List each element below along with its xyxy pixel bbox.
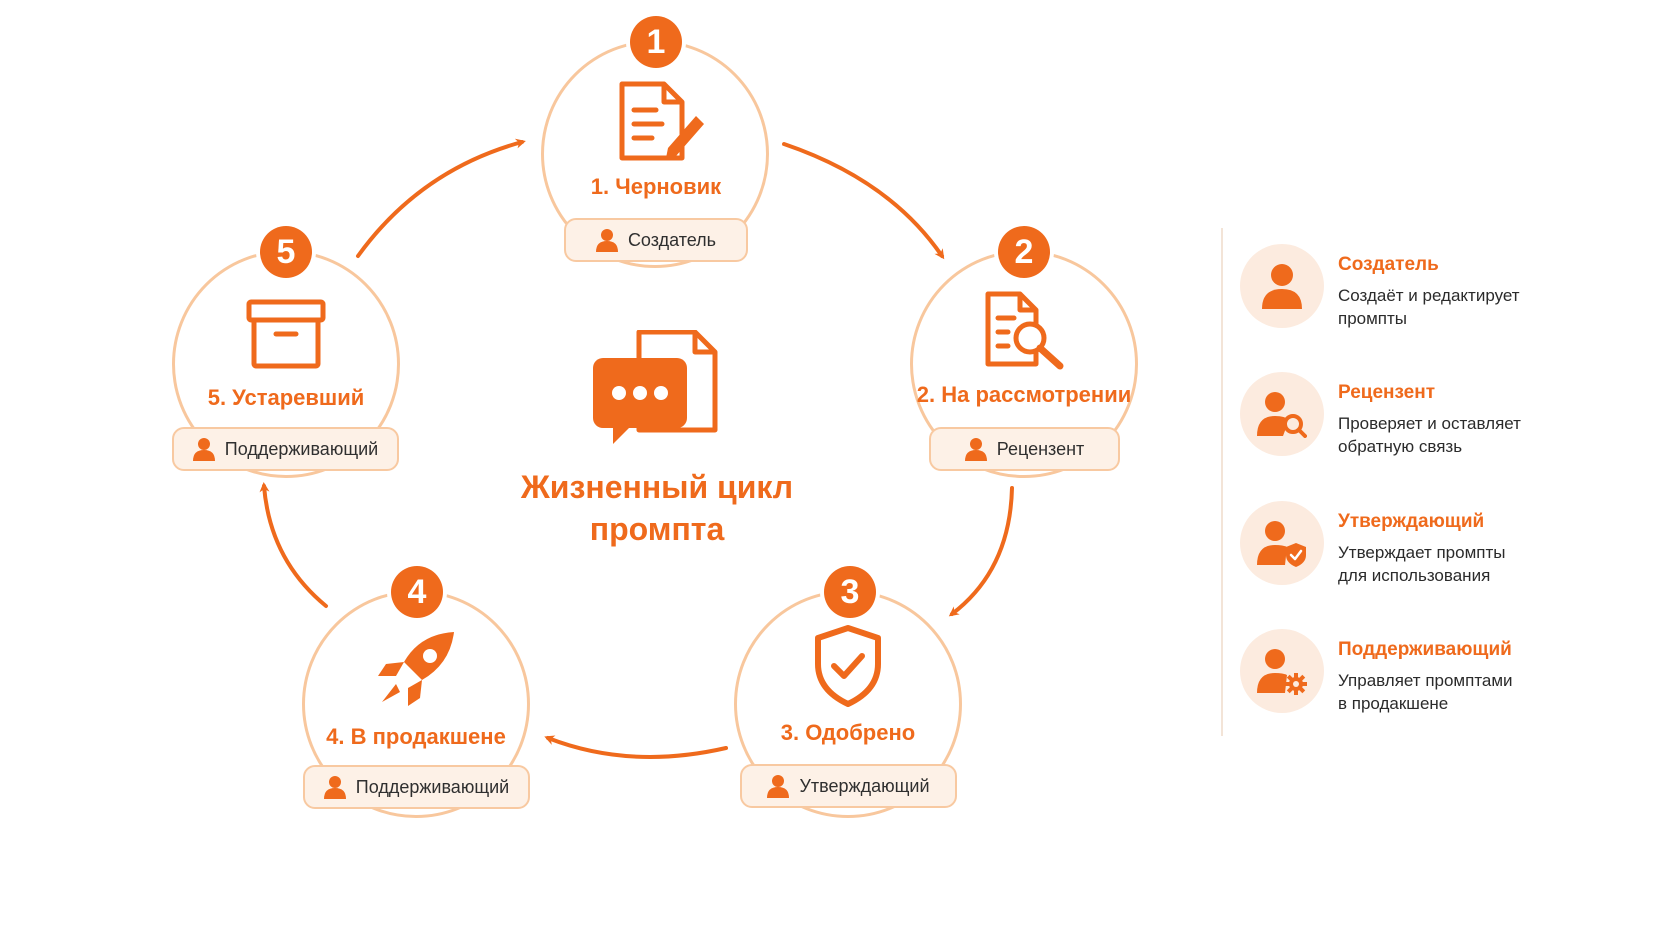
legend-item-creator: Создатель Создаёт и редактирует промпты xyxy=(1240,244,1660,334)
arrow-5-to-1 xyxy=(356,138,526,258)
legend-desc-line: Создаёт и редактирует xyxy=(1338,286,1520,305)
legend-divider xyxy=(1221,228,1223,736)
legend-desc-line: Утверждает промпты xyxy=(1338,543,1506,562)
shield-check-icon xyxy=(812,624,884,708)
stage-2-number-badge: 2 xyxy=(998,226,1050,278)
legend-avatar-maintainer xyxy=(1240,629,1324,713)
user-icon xyxy=(323,776,346,799)
stage-5-number-badge: 5 xyxy=(260,226,312,278)
user-icon xyxy=(767,775,790,798)
stage-1-role-label: Создатель xyxy=(627,229,717,250)
user-search-icon xyxy=(1257,392,1307,438)
stage-1-number-badge: 1 xyxy=(630,16,682,68)
legend-title-creator: Создатель xyxy=(1338,254,1439,275)
legend-title-reviewer: Рецензент xyxy=(1338,382,1436,403)
stage-4-role-pill: Поддерживающий xyxy=(303,765,530,809)
diagram-title-line-1: Жизненный цикл xyxy=(520,469,794,505)
archive-box-icon xyxy=(246,298,326,370)
document-edit-icon xyxy=(616,80,706,164)
document-search-icon xyxy=(984,290,1068,370)
legend-avatar-creator xyxy=(1240,244,1324,328)
legend-desc-line: Управляет промптами xyxy=(1338,671,1513,690)
legend-desc-line: Проверяет и оставляет xyxy=(1338,414,1521,433)
user-icon xyxy=(964,438,987,461)
arrow-3-to-4 xyxy=(544,735,728,759)
stage-1-title: 1. Черновик xyxy=(590,174,722,199)
legend-desc-maintainer: Управляет промптами в продакшене xyxy=(1338,669,1658,715)
rocket-icon xyxy=(374,630,458,710)
user-icon xyxy=(192,438,215,461)
stage-4-title: 4. В продакшене xyxy=(326,724,506,749)
stage-1-role-pill: Создатель xyxy=(564,218,748,262)
legend-title-maintainer: Поддерживающий xyxy=(1338,639,1512,660)
stage-5-title: 5. Устаревший xyxy=(207,385,365,410)
diagram-title-line-2: промпта xyxy=(589,511,725,547)
legend-desc-creator: Создаёт и редактирует промпты xyxy=(1338,284,1658,330)
chat-document-icon xyxy=(591,329,719,451)
stage-5-role-pill: Поддерживающий xyxy=(172,427,399,471)
stage-2-role-label: Рецензент xyxy=(996,438,1085,459)
legend-desc-reviewer: Проверяет и оставляет обратную связь xyxy=(1338,412,1658,458)
stage-2-title: 2. На рассмотрении xyxy=(916,382,1132,407)
arrow-2-to-3 xyxy=(948,486,1014,617)
stage-3-number-badge: 3 xyxy=(824,566,876,618)
legend-item-reviewer: Рецензент Проверяет и оставляет обратную… xyxy=(1240,372,1660,462)
stage-3-role-label: Утверждающий xyxy=(799,775,930,796)
legend-item-approver: Утверждающий Утверждает промпты для испо… xyxy=(1240,501,1660,591)
legend-desc-line: обратную связь xyxy=(1338,437,1463,456)
legend-desc-line: в продакшене xyxy=(1338,694,1449,713)
user-icon xyxy=(1262,264,1302,309)
legend-desc-line: промпты xyxy=(1338,309,1408,328)
stage-2-role-pill: Рецензент xyxy=(929,427,1120,471)
diagram-title: Жизненный цикл промпта xyxy=(487,466,827,550)
arrow-4-to-5 xyxy=(259,482,328,608)
stage-3-title: 3. Одобрено xyxy=(780,720,916,745)
legend-desc-approver: Утверждает промпты для использования xyxy=(1338,541,1658,587)
arrow-1-to-2 xyxy=(782,142,945,260)
user-icon xyxy=(595,229,618,252)
user-gear-icon xyxy=(1257,649,1307,695)
stage-3-role-pill: Утверждающий xyxy=(740,764,957,808)
legend-avatar-reviewer xyxy=(1240,372,1324,456)
legend-avatar-approver xyxy=(1240,501,1324,585)
user-shield-icon xyxy=(1257,521,1306,567)
legend-title-approver: Утверждающий xyxy=(1338,511,1485,532)
stage-5-role-label: Поддерживающий xyxy=(224,438,379,459)
stage-4-role-label: Поддерживающий xyxy=(355,776,510,797)
legend-desc-line: для использования xyxy=(1338,566,1491,585)
legend-item-maintainer: Поддерживающий Управляет промптами в про… xyxy=(1240,629,1660,719)
stage-4-number-badge: 4 xyxy=(391,566,443,618)
